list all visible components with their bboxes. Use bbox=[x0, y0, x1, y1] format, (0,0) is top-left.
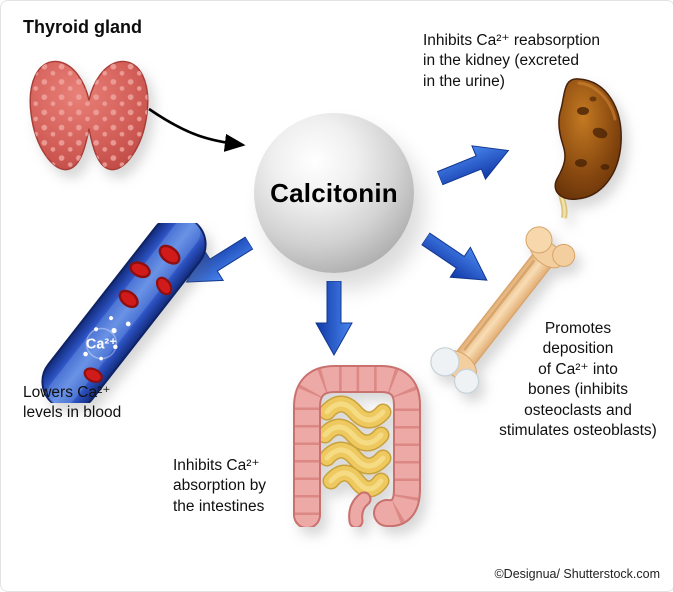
arrow-to-kidney bbox=[436, 145, 510, 186]
bone-effect-label: Promotes deposition of Ca²⁺ into bones (… bbox=[499, 320, 657, 440]
arrow-to-intestines bbox=[315, 281, 353, 357]
kidney-effect-label: Inhibits Ca²⁺ reabsorption in the kidney… bbox=[423, 32, 601, 90]
hormone-name-label: Calcitonin bbox=[270, 177, 398, 208]
intestines-icon bbox=[293, 365, 421, 527]
credit-text: ©Designua/ Shutterstock.com bbox=[494, 567, 660, 581]
blood-vessel-icon: Ca²⁺ bbox=[41, 223, 207, 403]
arrow-to-bone bbox=[420, 232, 488, 281]
thyroid-gland-icon bbox=[29, 60, 149, 171]
bone-icon bbox=[430, 226, 576, 394]
blood-effect-label: Lowers Ca²⁺ levels in blood bbox=[23, 384, 122, 422]
kidney-icon bbox=[554, 78, 622, 219]
calcitonin-sphere: Calcitonin bbox=[254, 113, 414, 273]
page-title: Thyroid gland bbox=[23, 17, 142, 37]
vessel-ca-label: Ca²⁺ bbox=[86, 337, 117, 353]
intestine-effect-label: Inhibits Ca²⁺ absorption by the intestin… bbox=[173, 457, 267, 515]
thyroid-to-calcitonin-arrow bbox=[148, 107, 246, 152]
